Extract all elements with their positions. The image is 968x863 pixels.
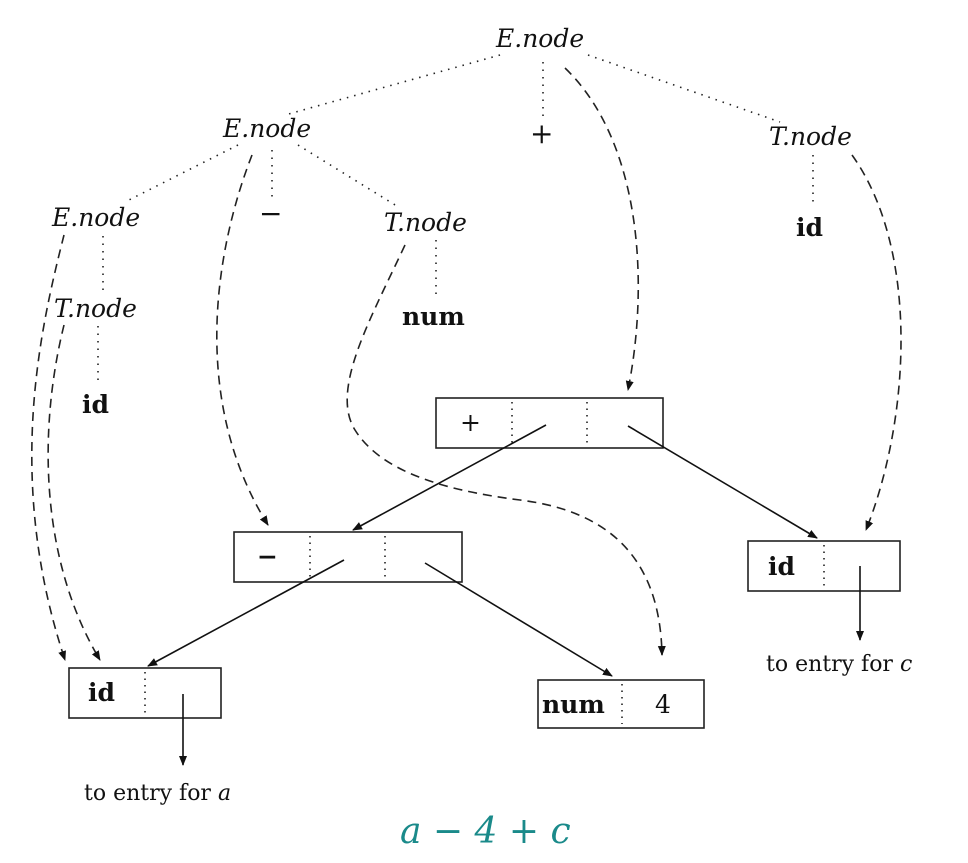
id-left-label: id bbox=[82, 390, 109, 419]
parse-tree-edges bbox=[97, 54, 814, 380]
edge-root-t bbox=[587, 54, 781, 123]
edge-plus-to-id-c bbox=[627, 425, 818, 539]
minus-node-box bbox=[233, 531, 463, 583]
edge-e-e bbox=[124, 144, 239, 203]
pointer-e-to-id bbox=[31, 234, 66, 661]
entry-c-note: to entry for c bbox=[766, 654, 912, 676]
entry-c-prefix: to entry for bbox=[766, 652, 900, 677]
node-pointers bbox=[31, 67, 902, 661]
entry-a-var: a bbox=[217, 781, 232, 806]
entry-a-note: to entry for a bbox=[84, 783, 231, 805]
minus-symbol: − bbox=[259, 197, 283, 230]
pointer-e-to-plus bbox=[564, 67, 640, 391]
edge-root-e bbox=[284, 54, 501, 116]
id-right-label: id bbox=[796, 213, 823, 242]
syntax-edges bbox=[147, 424, 864, 766]
expression-caption: a − 4 + c bbox=[400, 811, 571, 852]
num-node-label: num bbox=[542, 690, 605, 719]
num-node-value: 4 bbox=[655, 690, 671, 719]
edge-plus-to-minus bbox=[352, 424, 547, 531]
t-node-left-label: T.node bbox=[54, 294, 137, 323]
e-node-mid-label: E.node bbox=[223, 114, 312, 143]
entry-c-var: c bbox=[899, 652, 913, 677]
id-c-node-label: id bbox=[768, 552, 795, 581]
plus-node-box bbox=[435, 397, 664, 449]
t-node-mid-label: T.node bbox=[384, 208, 467, 237]
edge-minus-to-num bbox=[424, 562, 613, 677]
edge-minus-to-id-a bbox=[147, 559, 345, 667]
plus-node-op: + bbox=[460, 408, 481, 437]
plus-symbol: + bbox=[530, 117, 554, 150]
entry-a-prefix: to entry for bbox=[84, 781, 218, 806]
pointer-t-to-id-c bbox=[851, 154, 902, 531]
t-node-right-label: T.node bbox=[769, 122, 852, 151]
edge-e-t bbox=[297, 144, 401, 209]
num-node-box bbox=[537, 679, 705, 729]
field-separators bbox=[144, 402, 825, 724]
syntax-nodes bbox=[68, 397, 901, 729]
root-e-node-label: E.node bbox=[496, 24, 585, 53]
pointer-t-to-num bbox=[346, 244, 666, 656]
id-a-node-label: id bbox=[88, 678, 115, 707]
num-label: num bbox=[402, 302, 465, 331]
e-node-left-label: E.node bbox=[52, 203, 141, 232]
pointer-t-to-id bbox=[47, 324, 101, 661]
minus-node-op: − bbox=[257, 542, 278, 571]
